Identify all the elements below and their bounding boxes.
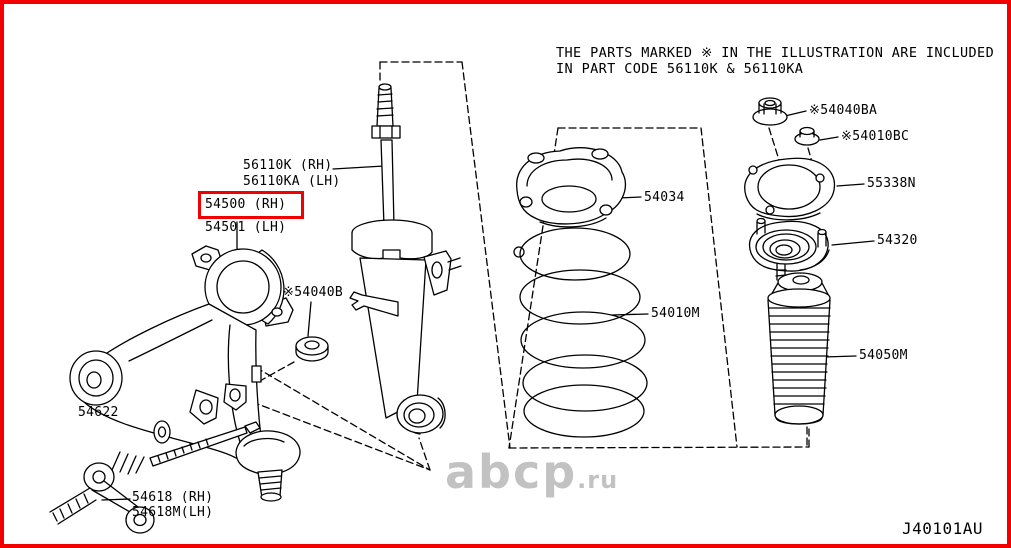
nut-54040b-drawing xyxy=(295,336,329,362)
label-coil-spring: 54010M xyxy=(651,306,700,321)
watermark-suffix: .ru xyxy=(577,466,619,494)
label-boot: 54050M xyxy=(859,348,908,363)
label-nut-ba: ※54040BA xyxy=(809,103,878,118)
label-strut-mount: 54320 xyxy=(877,233,918,248)
highlight-box-54500 xyxy=(198,191,304,219)
coil-spring-drawing xyxy=(513,227,648,438)
stabilizer-link-drawing xyxy=(49,420,261,534)
label-stab-link-lh: 54618M(LH) xyxy=(132,505,214,520)
parts-note-line1: THE PARTS MARKED ※ IN THE ILLUSTRATION A… xyxy=(556,45,995,61)
watermark-logo: abcp.ru xyxy=(445,449,618,495)
label-bolt: 54622 xyxy=(78,405,119,420)
parts-note-line2: IN PART CODE 56110K & 56110KA xyxy=(556,61,804,77)
label-plate: 55338N xyxy=(867,176,916,191)
label-spring-seat: 54034 xyxy=(644,190,685,205)
knuckle-arm-drawing xyxy=(69,245,301,502)
label-strut-lh: 56110KA (LH) xyxy=(243,174,341,189)
parts-note: THE PARTS MARKED ※ IN THE ILLUSTRATION A… xyxy=(556,45,994,77)
label-nut-bc: ※54010BC xyxy=(841,129,910,144)
diagram-code: J40101AU xyxy=(902,519,984,538)
label-strut-rh: 56110K (RH) xyxy=(243,158,333,173)
label-knuckle-lh: 54501 (LH) xyxy=(205,220,287,235)
spring-seat-drawing xyxy=(516,147,627,228)
label-nut-b: ※54040B xyxy=(283,285,343,300)
label-stab-link-rh: 54618 (RH) xyxy=(132,490,214,505)
watermark-main: abcp xyxy=(445,445,578,499)
upper-mount-parts-drawing xyxy=(744,97,836,425)
strut-drawing xyxy=(349,83,462,435)
label-knuckle-rh: 54500 (RH) xyxy=(205,197,287,212)
